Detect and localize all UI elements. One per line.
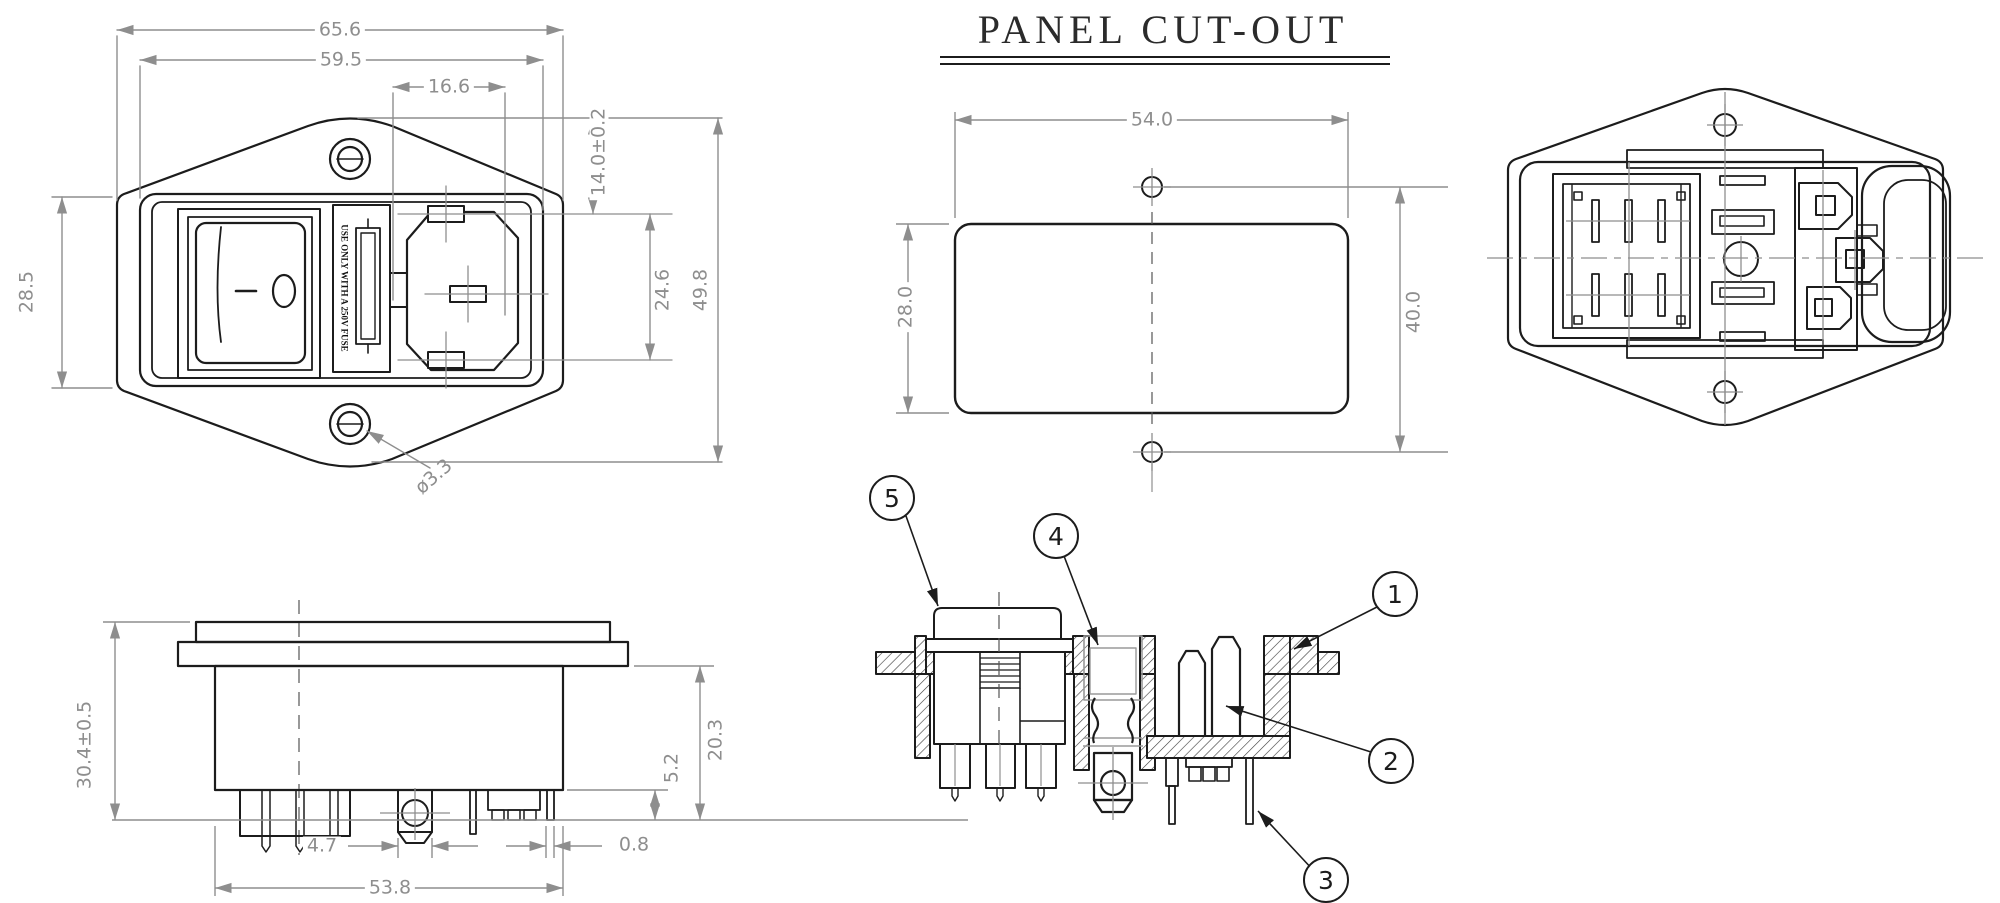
dim-body-length: 53.8 [364,878,416,898]
side-screw-post [380,788,450,844]
dim-overall-width: 65.6 [314,20,366,40]
dim-socket-top-offset: 14.0±0.2 [588,103,610,201]
dim-body-height: 28.5 [16,266,38,318]
dim-screw-boss-width: 4.7 [302,836,342,856]
callout-1: 1 [1372,571,1418,617]
front-body-inner [151,201,532,379]
rear-switch-block [1552,173,1701,339]
rear-centerlines [1487,92,1988,425]
switch-off-mark [271,273,297,309]
side-flange-wide [176,640,630,668]
rear-faston-terminals [1794,167,1884,351]
dim-cutout-height: 28.0 [895,281,917,333]
side-terminal-block [239,789,351,853]
rear-view [1487,87,1988,427]
front-view [51,24,724,469]
dim-cutout-width: 54.0 [1126,110,1178,130]
rocker-switch [177,208,321,379]
dim-pin-thickness: 0.8 [614,835,654,855]
callout-3: 3 [1303,857,1349,903]
section-view [875,515,1378,872]
fuse-clip-left-arm [1090,697,1100,744]
section-switch [925,592,1074,802]
section-iec-pins [1177,635,1242,736]
dim-overall-depth: 30.4±0.5 [74,696,96,794]
cutout-dimensions [896,112,1448,453]
side-view [103,600,968,896]
rear-flange-outline [1506,87,1945,427]
section-bottom-terminals [1165,757,1254,825]
fuse-holder-label: USE ONLY WITH A 250V FUSE [339,224,350,352]
dim-pin-protrusion: 5.2 [661,748,683,788]
side-pins [469,789,555,835]
fuse-clip-right-arm [1126,697,1136,744]
callout-leaders [905,515,1378,872]
side-body [213,664,565,792]
rear-right-shroud [1860,164,1952,344]
side-dimensions [103,621,968,896]
dim-pin-span: 24.6 [652,264,674,316]
side-flange-top [194,620,612,644]
panel-cutout-title: PANEL CUT-OUT [977,7,1349,52]
front-flange-outline [115,117,565,468]
iec-inlet [405,205,520,372]
dim-body-depth: 20.3 [705,714,727,766]
dim-overall-height: 49.8 [690,264,712,316]
dim-body-width: 59.5 [315,50,367,70]
dim-socket-offset: 16.6 [423,77,475,97]
callout-2: 2 [1368,738,1414,784]
dim-hole-spacing: 40.0 [1403,286,1425,338]
front-screw-boss-bottom [328,402,372,446]
callout-5: 5 [869,475,915,521]
front-screw-boss-top [328,137,372,181]
panel-cutout-view [896,56,1448,492]
callout-4: 4 [1033,513,1079,559]
front-centerlines [397,185,673,389]
section-fuse-carrier [1078,635,1148,820]
